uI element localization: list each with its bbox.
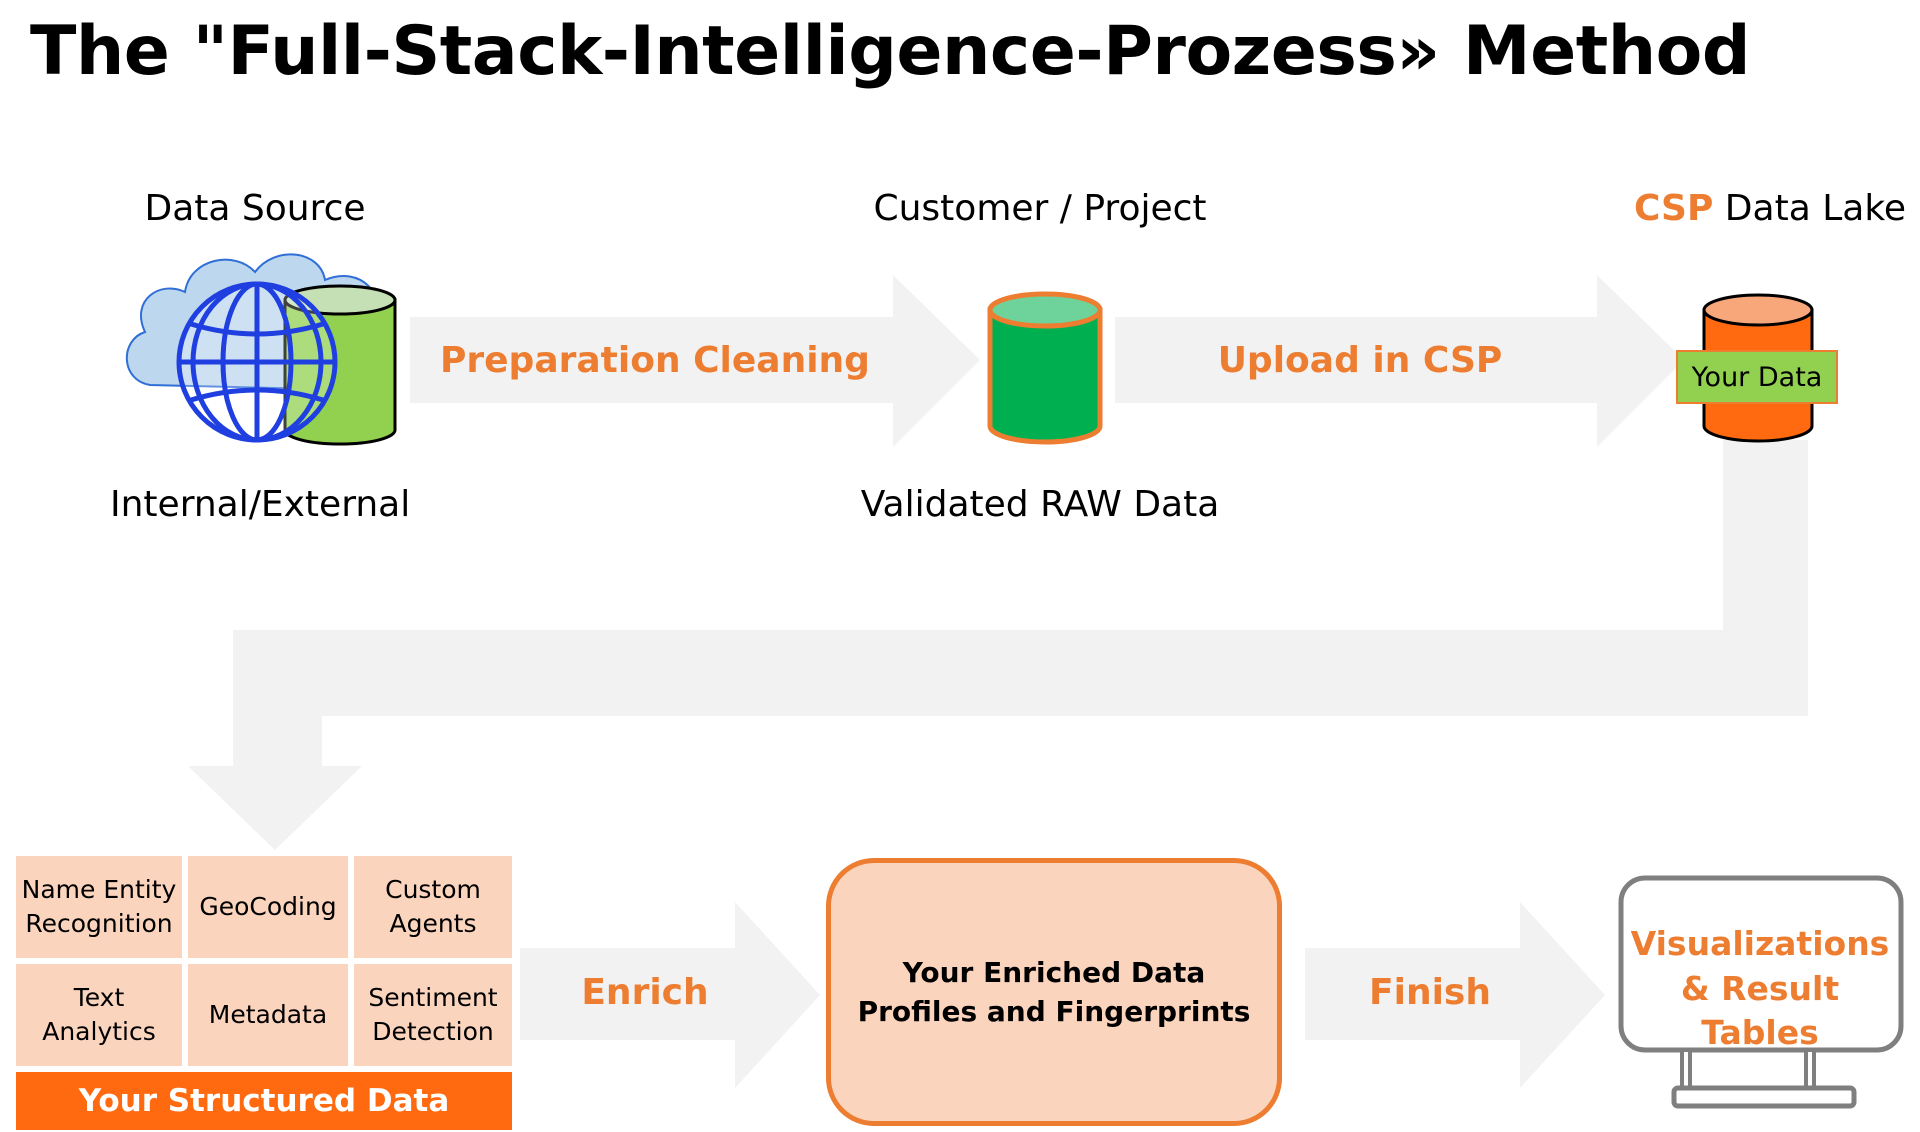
upload-in-csp-label: Upload in CSP — [1217, 340, 1503, 381]
data-source-icon — [125, 253, 397, 446]
enriched-line-1: Your Enriched Data — [902, 955, 1206, 989]
arrow-upload — [1115, 275, 1684, 447]
result-line-2: & Result Tables — [1680, 968, 1840, 1053]
customer-project-label: Customer / Project — [873, 188, 1207, 229]
globe-icon — [176, 281, 338, 443]
finish-label: Finish — [1369, 972, 1491, 1013]
your-data-tag: Your Data — [1676, 350, 1838, 404]
arrow-return — [188, 440, 1808, 850]
data-source-label: Data Source — [144, 188, 366, 229]
arrow-finish — [1305, 902, 1605, 1088]
data-lake-suffix: Data Lake — [1713, 188, 1907, 229]
result-line-1: Visualizations — [1630, 924, 1890, 963]
csp-prefix: CSP — [1633, 188, 1714, 229]
internal-external-label: Internal/External — [110, 484, 411, 525]
raw-data-cylinder-icon — [987, 291, 1103, 445]
page-title: The "Full-Stack-Intelligence-Prozess» Me… — [30, 12, 1751, 91]
enriched-line-2: Profiles and Fingerprints — [857, 995, 1251, 1028]
cell-geocoding: GeoCoding — [188, 856, 348, 958]
enriched-data-box: Your Enriched Data Profiles and Fingerpr… — [826, 858, 1282, 1126]
result-text: Visualizations & Result Tables — [1620, 922, 1900, 1056]
enrich-label: Enrich — [581, 972, 709, 1013]
arrow-enrich — [520, 902, 820, 1088]
validated-raw-data-label: Validated RAW Data — [860, 484, 1220, 525]
structured-data-bar: Your Structured Data — [16, 1072, 512, 1130]
preparation-cleaning-label: Preparation Cleaning — [440, 340, 870, 381]
arrow-preparation — [410, 275, 980, 447]
csp-data-lake-label: CSP Data Lake — [1630, 188, 1910, 229]
cell-metadata: Metadata — [188, 964, 348, 1066]
monitor-icon — [1618, 875, 1904, 1109]
